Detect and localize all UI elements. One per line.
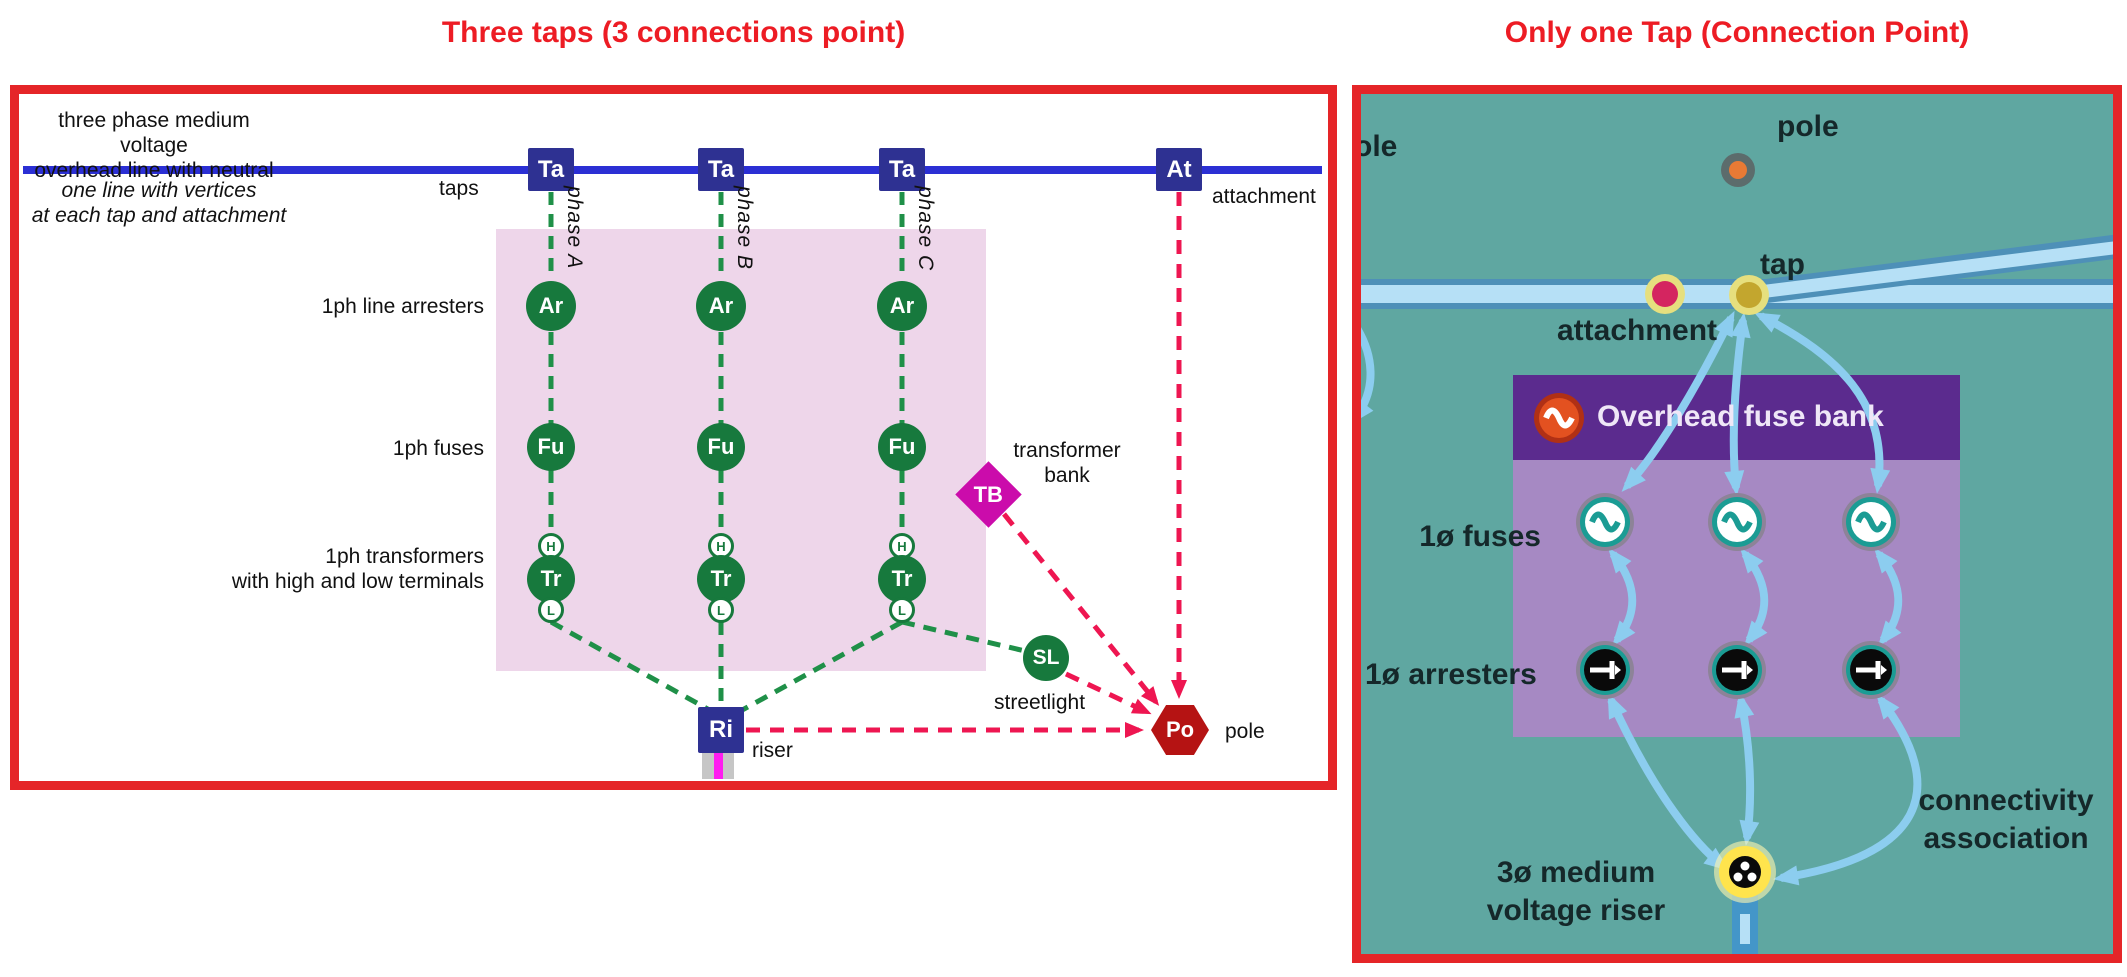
overhead-line-caption: three phase medium voltage overhead line… <box>29 108 279 183</box>
pole-symbol <box>1721 153 1755 187</box>
vertices-caption-line1: one line with vertices <box>61 179 257 202</box>
tap-node-b: Ta <box>698 148 744 191</box>
tap-branch-line <box>1742 241 2113 301</box>
pole-partial-label: ole <box>1354 130 1398 163</box>
transformer-bank-label-line2: bank <box>1044 464 1090 487</box>
overhead-line <box>23 166 1322 174</box>
connectivity-association-line1: connectivity <box>1918 784 2094 817</box>
right-panel-drawing <box>1361 153 2113 954</box>
riser-node: Ri <box>698 707 744 753</box>
right-panel-map: ole pole tap attachment Overhead fuse ba… <box>1352 85 2122 963</box>
vertices-caption-line2: at each tap and attachment <box>31 204 287 227</box>
tap-vertex <box>1729 275 1769 315</box>
green-dashed-connections <box>548 192 1026 717</box>
tap-node-a: Ta <box>528 148 574 191</box>
arrester-node-c: Ar <box>877 281 927 331</box>
phase-c-label: phase C <box>914 186 937 272</box>
fuse-node-c: Fu <box>878 423 926 471</box>
phase-a-label: phase A <box>563 186 586 270</box>
row-label-arresters: 1ph line arresters <box>321 295 484 318</box>
transformer-node-c: Tr <box>878 555 926 603</box>
transformer-node-a: Tr <box>527 555 575 603</box>
low-terminal-a: L <box>538 597 564 623</box>
attachment-node: At <box>1156 148 1202 191</box>
tap-label: tap <box>1760 248 1805 281</box>
riser-label: riser <box>752 739 793 762</box>
riser-label-line2: voltage riser <box>1486 894 1666 927</box>
streetlight-label: streetlight <box>994 691 1086 714</box>
left-panel-schematic: three phase medium voltage overhead line… <box>10 85 1337 790</box>
fuse-bank-icon <box>1534 393 1584 443</box>
attachment-vertex <box>1645 274 1685 314</box>
right-panel-title: Only one Tap (Connection Point) <box>1504 16 1970 49</box>
low-terminal-c: L <box>889 597 915 623</box>
low-terminal-b: L <box>708 597 734 623</box>
connectivity-association-label: connectivity association <box>1906 782 2106 858</box>
phase-b-label: phase B <box>733 186 756 271</box>
left-panel-title: Three taps (3 connections point) <box>441 16 906 49</box>
vertices-caption: one line with vertices at each tap and a… <box>29 178 289 228</box>
arrester-units <box>1576 641 1900 699</box>
overhead-line-caption-line1: three phase medium voltage <box>58 109 250 157</box>
riser-label: 3ø medium voltage riser <box>1456 854 1696 930</box>
attachment-label: attachment <box>1557 314 1718 347</box>
fuse-node-b: Fu <box>697 423 745 471</box>
taps-label: taps <box>439 177 479 200</box>
transformer-bank-label-line1: transformer <box>1013 439 1121 462</box>
tap-node-c: Ta <box>879 148 925 191</box>
row-label-fuses: 1ph fuses <box>392 437 484 460</box>
fuse-node-a: Fu <box>527 423 575 471</box>
riser-connection-point <box>1714 841 1776 903</box>
overhead-line-caption-line2: overhead line with neutral <box>34 159 274 182</box>
fuses-label: 1ø fuses <box>1419 520 1541 553</box>
riser-cable-dash <box>1740 914 1750 944</box>
riser-label-line1: 3ø medium <box>1496 856 1656 889</box>
row-label-transformers-2: with high and low terminals <box>231 570 484 593</box>
red-dashed-relations <box>746 192 1187 738</box>
pole-label: pole <box>1777 110 1839 143</box>
arrester-node-a: Ar <box>526 281 576 331</box>
attachment-label: attachment <box>1212 185 1316 208</box>
streetlight-node: SL <box>1023 635 1069 681</box>
connectivity-association-line2: association <box>1923 822 2089 855</box>
connectivity-arrows <box>1361 310 1922 886</box>
pole-label: pole <box>1225 720 1265 743</box>
riser-stub-core <box>714 753 723 779</box>
fuse-bank-label: Overhead fuse bank <box>1597 400 1884 433</box>
row-label-transformers-1: 1ph transformers <box>325 545 484 568</box>
transformer-bank-label: transformer bank <box>997 438 1137 488</box>
fuse-units <box>1576 493 1900 551</box>
transformer-node-b: Tr <box>697 555 745 603</box>
arresters-label: 1ø arresters <box>1365 658 1537 691</box>
arrester-node-b: Ar <box>696 281 746 331</box>
